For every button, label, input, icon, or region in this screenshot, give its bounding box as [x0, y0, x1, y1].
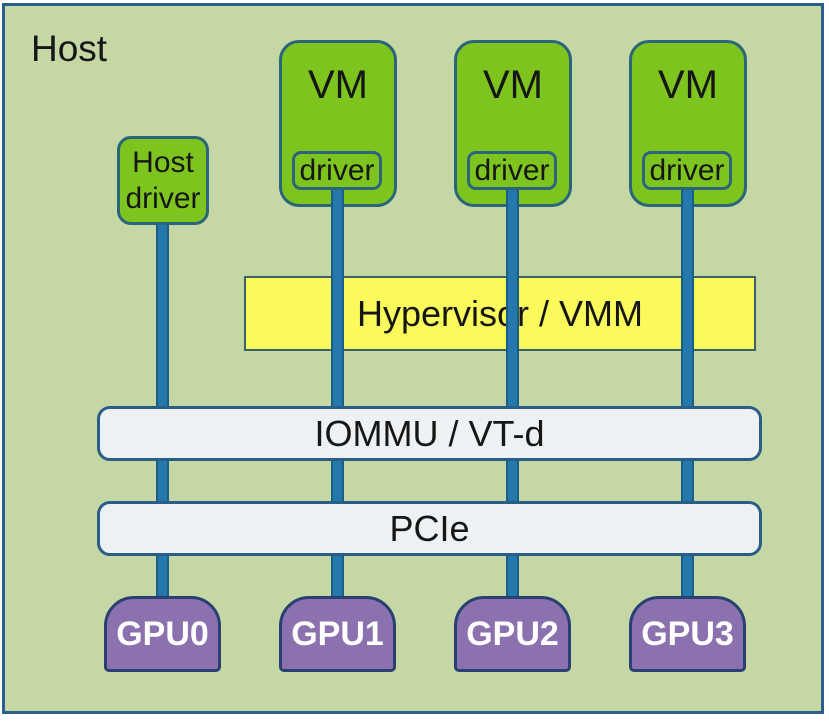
- iommu-bar: IOMMU / VT-d: [97, 406, 762, 461]
- iommu-label: IOMMU / VT-d: [314, 412, 545, 454]
- host-driver-box: Host driver: [117, 136, 209, 225]
- gpu0-box: GPU0: [104, 596, 221, 672]
- gpu3-box: GPU3: [629, 596, 746, 672]
- host-label: Host: [31, 28, 108, 69]
- pcie-bar: PCIe: [97, 501, 762, 556]
- gpu1-box: GPU1: [279, 596, 396, 672]
- vm2-driver-chip: driver: [467, 151, 557, 190]
- vm-label-2: VM: [483, 63, 543, 107]
- pcie-label: PCIe: [389, 507, 470, 549]
- vm-label-1: VM: [308, 63, 368, 107]
- vm3-driver-chip: driver: [642, 151, 732, 190]
- hypervisor-label: Hypervisor / VMM: [356, 292, 644, 334]
- vm1-driver-chip: driver: [292, 151, 382, 190]
- hypervisor-bar: Hypervisor / VMM: [244, 276, 756, 351]
- gpu2-box: GPU2: [454, 596, 571, 672]
- host-container: Host Hypervisor / VMM VM VM VM driver dr…: [2, 3, 824, 714]
- vm-label-3: VM: [658, 63, 718, 107]
